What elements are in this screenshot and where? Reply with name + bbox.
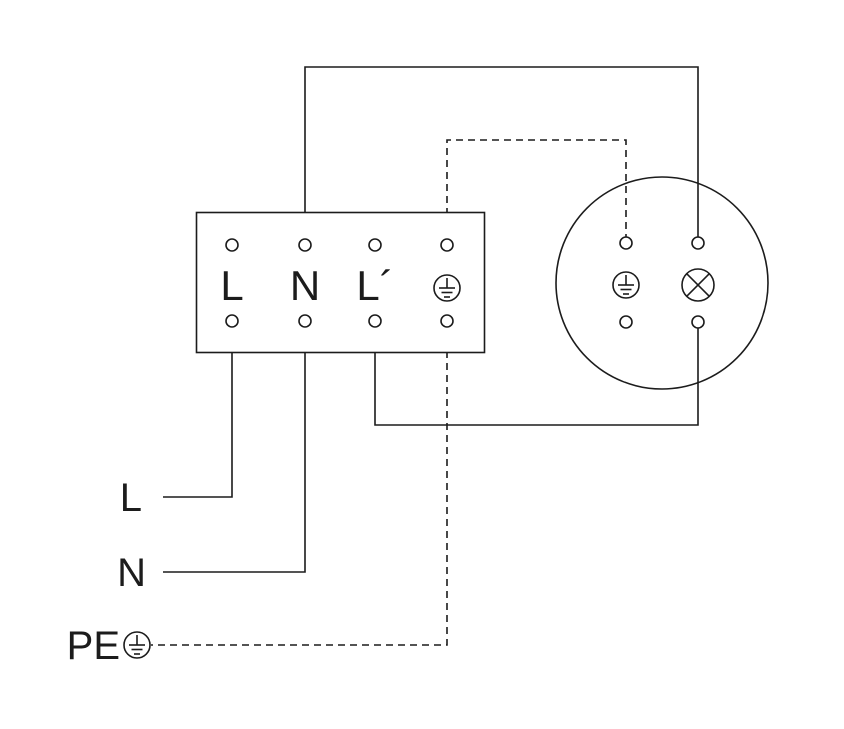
terminal-pe-top-contact: [440, 238, 454, 252]
terminal-n: N: [290, 238, 320, 328]
wire-line-input: [163, 327, 233, 498]
terminal-l: L: [220, 238, 244, 328]
terminal-pe: [433, 238, 461, 328]
pe-label-group: PE: [67, 624, 151, 668]
terminal-l-switched-top-contact: [368, 238, 382, 252]
load-outline: [555, 176, 769, 390]
terminal-n-bottom-contact: [298, 314, 312, 328]
line-label: L: [120, 476, 142, 520]
wire-neutral-input: [163, 327, 306, 573]
terminal-l-switched-bottom-contact: [368, 314, 382, 328]
load-lamp-bottom-contact: [691, 315, 705, 329]
wire-switched-line-to-lamp: [374, 327, 699, 426]
terminal-l-top-contact: [225, 238, 239, 252]
terminal-l-switched: L´: [356, 238, 394, 328]
terminal-l-label: L: [220, 262, 243, 309]
terminal-block: [195, 211, 486, 354]
terminal-n-top-contact: [298, 238, 312, 252]
load-earth-bottom-contact: [619, 315, 633, 329]
load-lamp-top-contact: [691, 236, 705, 250]
wire-pe-to-load-earth: [446, 139, 627, 239]
neutral-label: N: [117, 551, 146, 595]
earth-icon: [612, 271, 640, 299]
load-earth-top-contact: [619, 236, 633, 250]
earth-icon: [123, 631, 151, 659]
terminal-l-bottom-contact: [225, 314, 239, 328]
terminal-l-switched-label: L´: [356, 262, 393, 309]
load-unit: [555, 176, 769, 390]
pe-label: PE: [67, 624, 120, 668]
lamp-icon: [681, 268, 715, 302]
wire-neutral-to-lamp: [304, 66, 699, 239]
terminal-n-label: N: [290, 262, 320, 309]
wire-pe-input: [151, 327, 448, 646]
terminal-pe-bottom-contact: [440, 314, 454, 328]
